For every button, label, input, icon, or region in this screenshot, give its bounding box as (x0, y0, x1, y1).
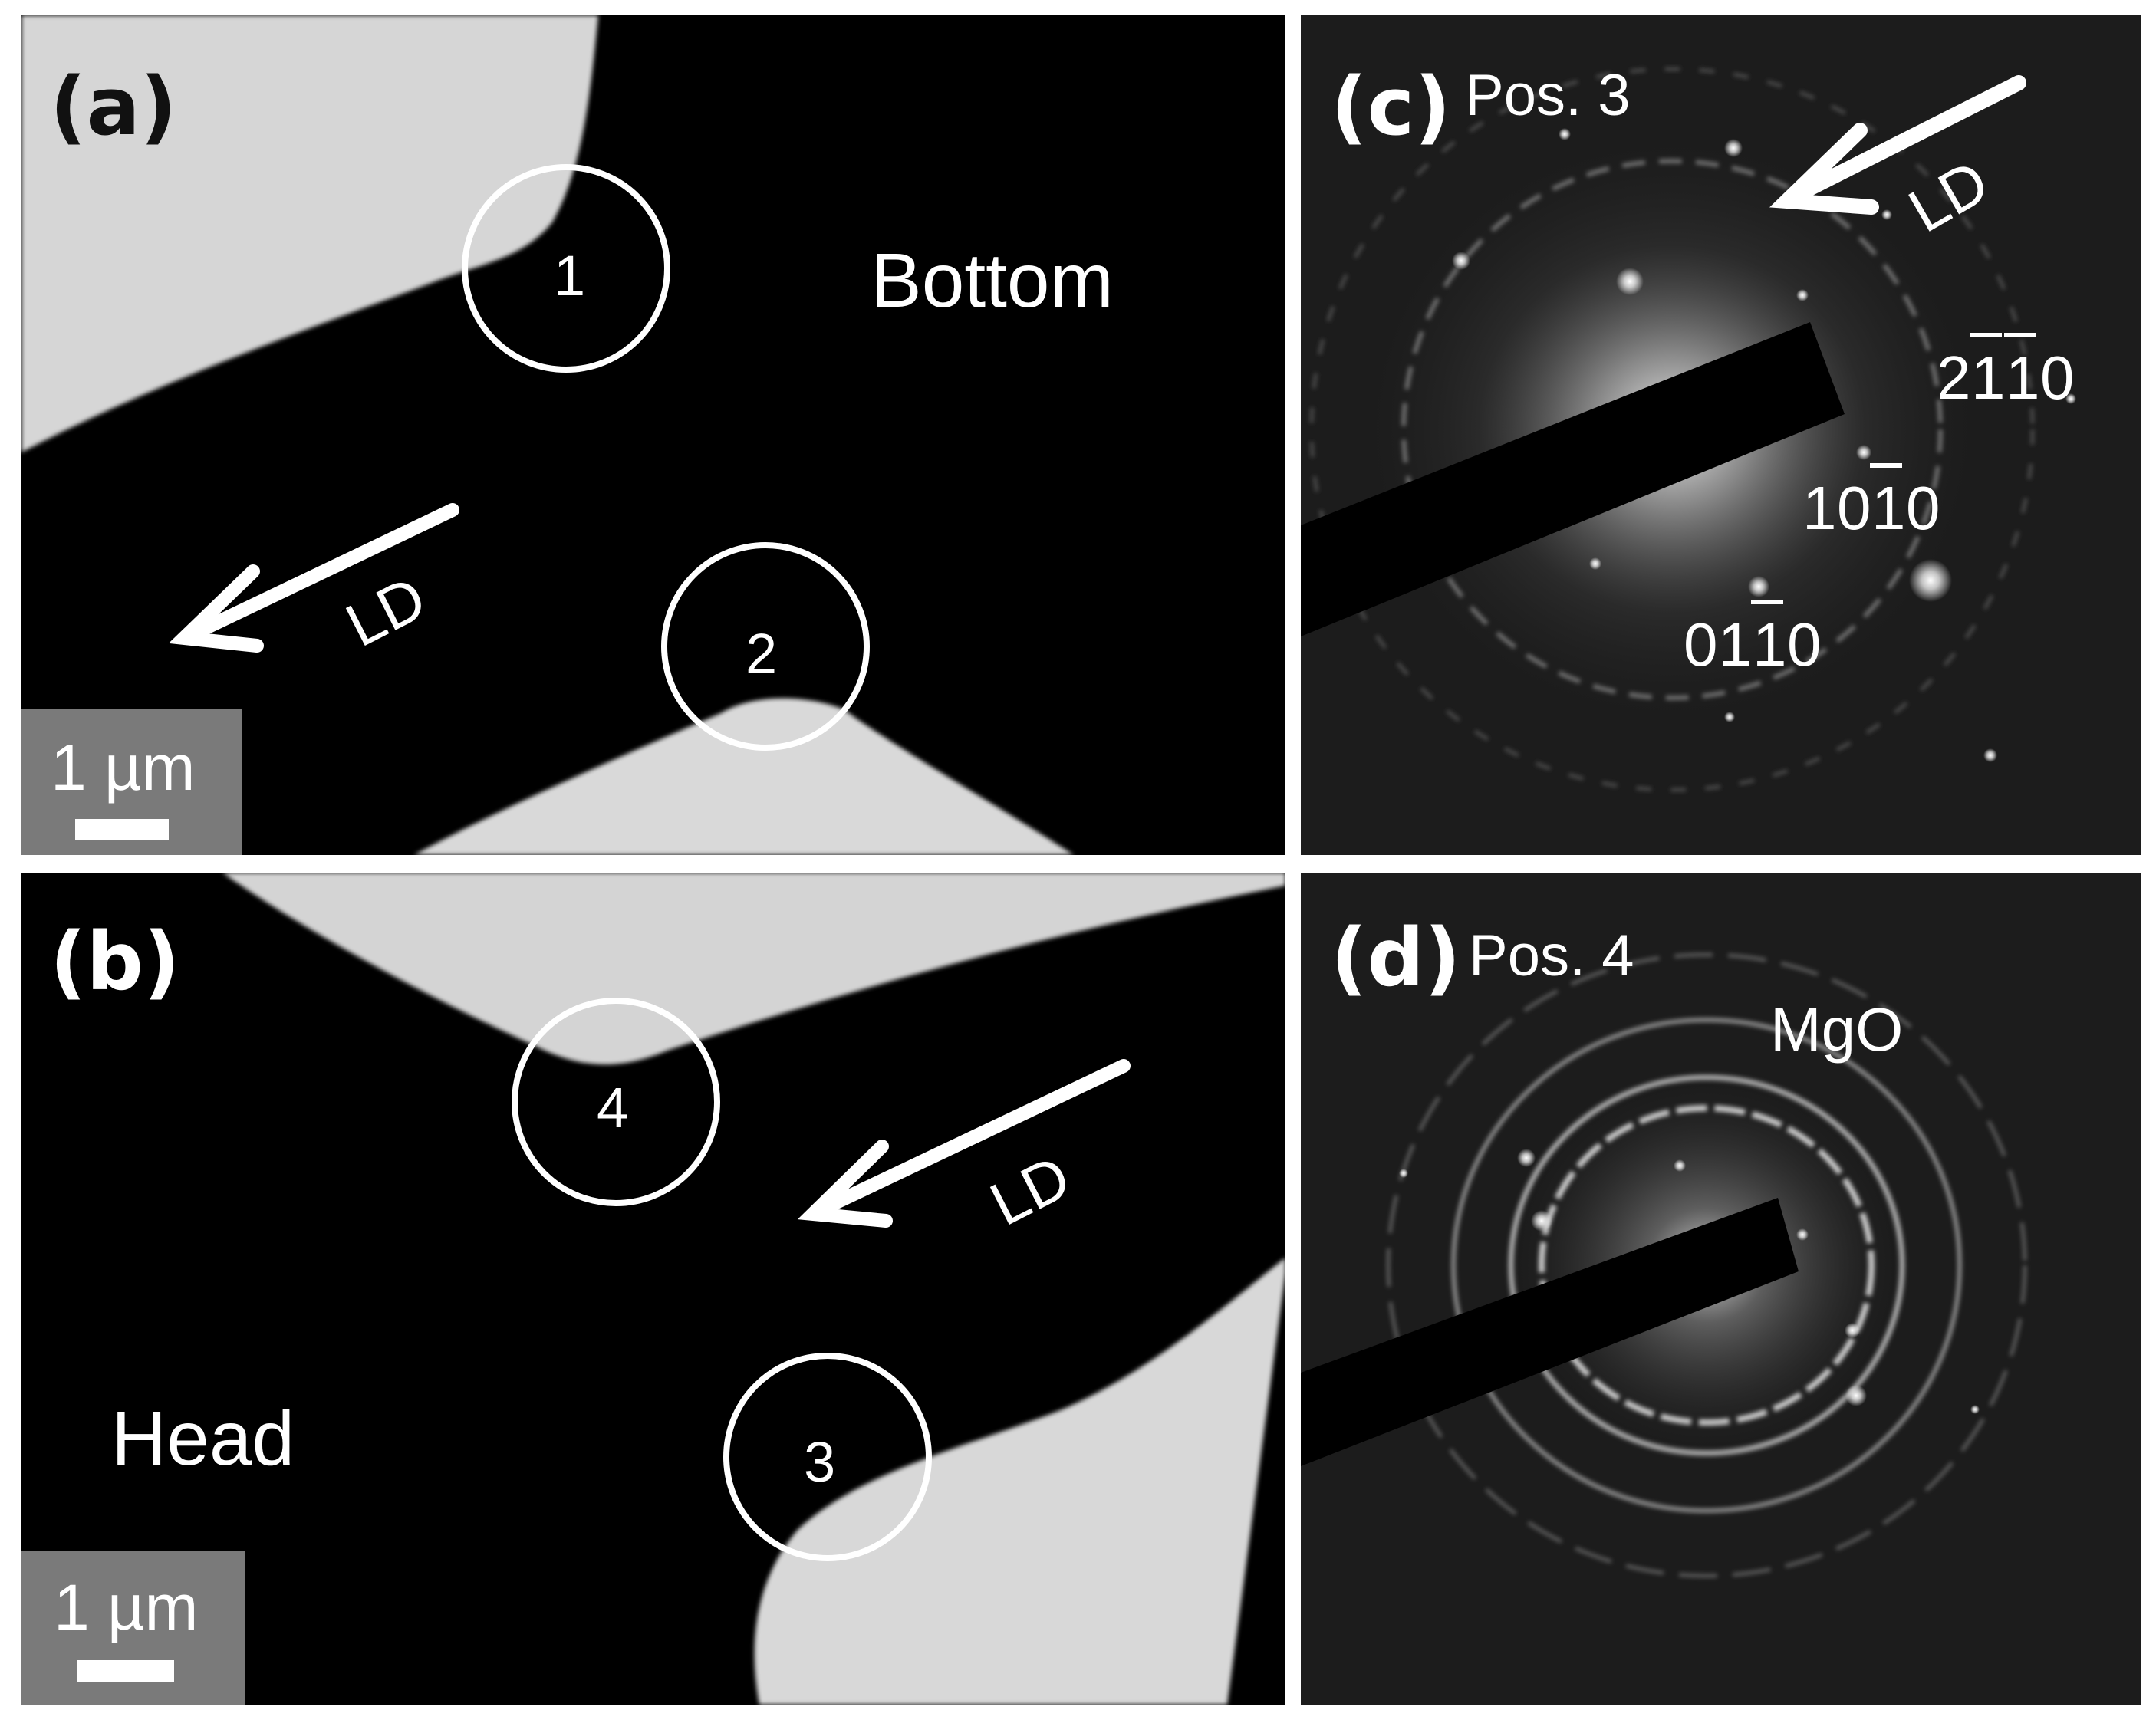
panel-b (21, 873, 1285, 1705)
region-label-bottom: Bottom (871, 238, 1114, 324)
miller-index-1010: 1 0 1 0 (1802, 463, 1940, 542)
panel-b-bright-region-bottom (754, 1258, 1285, 1705)
miller-index-0110: 0 1 1 0 (1684, 600, 1822, 679)
position-3-label: 3 (804, 1430, 835, 1494)
panel-a-label: (a) (50, 60, 176, 153)
panel-a-bright-region-top (21, 15, 598, 452)
position-circle-1 (462, 164, 670, 373)
diffraction-spots-c (1452, 128, 2076, 762)
svg-text:0: 0 (1787, 610, 1822, 679)
ld-arrow-b (797, 1059, 1131, 1228)
panel-a (21, 15, 1285, 855)
svg-text:1: 1 (1718, 610, 1753, 679)
phase-label-mgo: MgO (1770, 995, 1903, 1064)
diffraction-spots-d (1399, 1149, 1980, 1414)
beam-stopper-c (1301, 322, 1845, 636)
svg-text:1: 1 (2006, 344, 2040, 412)
position-4-label: 4 (597, 1076, 628, 1140)
beam-stopper-d (1301, 1198, 1799, 1466)
svg-text:0: 0 (1684, 610, 1718, 679)
svg-text:1: 1 (1802, 474, 1837, 542)
panel-b-bright-region-top (222, 873, 1285, 1065)
panel-a-bright-region-bottom (414, 698, 1074, 855)
panel-d-label: (d) (1331, 911, 1461, 1005)
gutter-horizontal (0, 855, 2156, 873)
ld-arrow-c (1769, 75, 2026, 215)
region-label-head: Head (111, 1396, 295, 1482)
ld-arrow-a (168, 503, 459, 653)
position-1-label: 1 (554, 244, 585, 307)
scale-bar-label-a: 1 µm (51, 732, 195, 804)
svg-text:2: 2 (1937, 344, 1971, 412)
position-label-c: Pos. 3 (1465, 63, 1630, 128)
panel-c (1301, 15, 2141, 855)
scale-bar-label-b: 1 µm (54, 1571, 198, 1643)
position-label-d: Pos. 4 (1469, 923, 1634, 988)
svg-text:1: 1 (1871, 474, 1906, 542)
diffraction-rings-d (1386, 952, 2027, 1578)
svg-text:1: 1 (1753, 610, 1787, 679)
svg-text:0: 0 (1906, 474, 1940, 542)
position-circle-4 (512, 998, 720, 1206)
svg-text:0: 0 (1837, 474, 1871, 542)
panel-b-label: (b) (50, 915, 180, 1008)
position-2-label: 2 (746, 622, 777, 686)
svg-text:1: 1 (1971, 344, 2006, 412)
panel-d (1301, 873, 2141, 1705)
svg-text:0: 0 (2040, 344, 2075, 412)
position-circle-2 (661, 542, 870, 751)
scale-bar-b (77, 1660, 174, 1682)
panel-c-label: (c) (1331, 60, 1451, 153)
miller-index-2110: 2 1 1 0 (1937, 333, 2075, 412)
position-circle-3 (723, 1353, 932, 1561)
scale-bar-a (75, 819, 169, 840)
